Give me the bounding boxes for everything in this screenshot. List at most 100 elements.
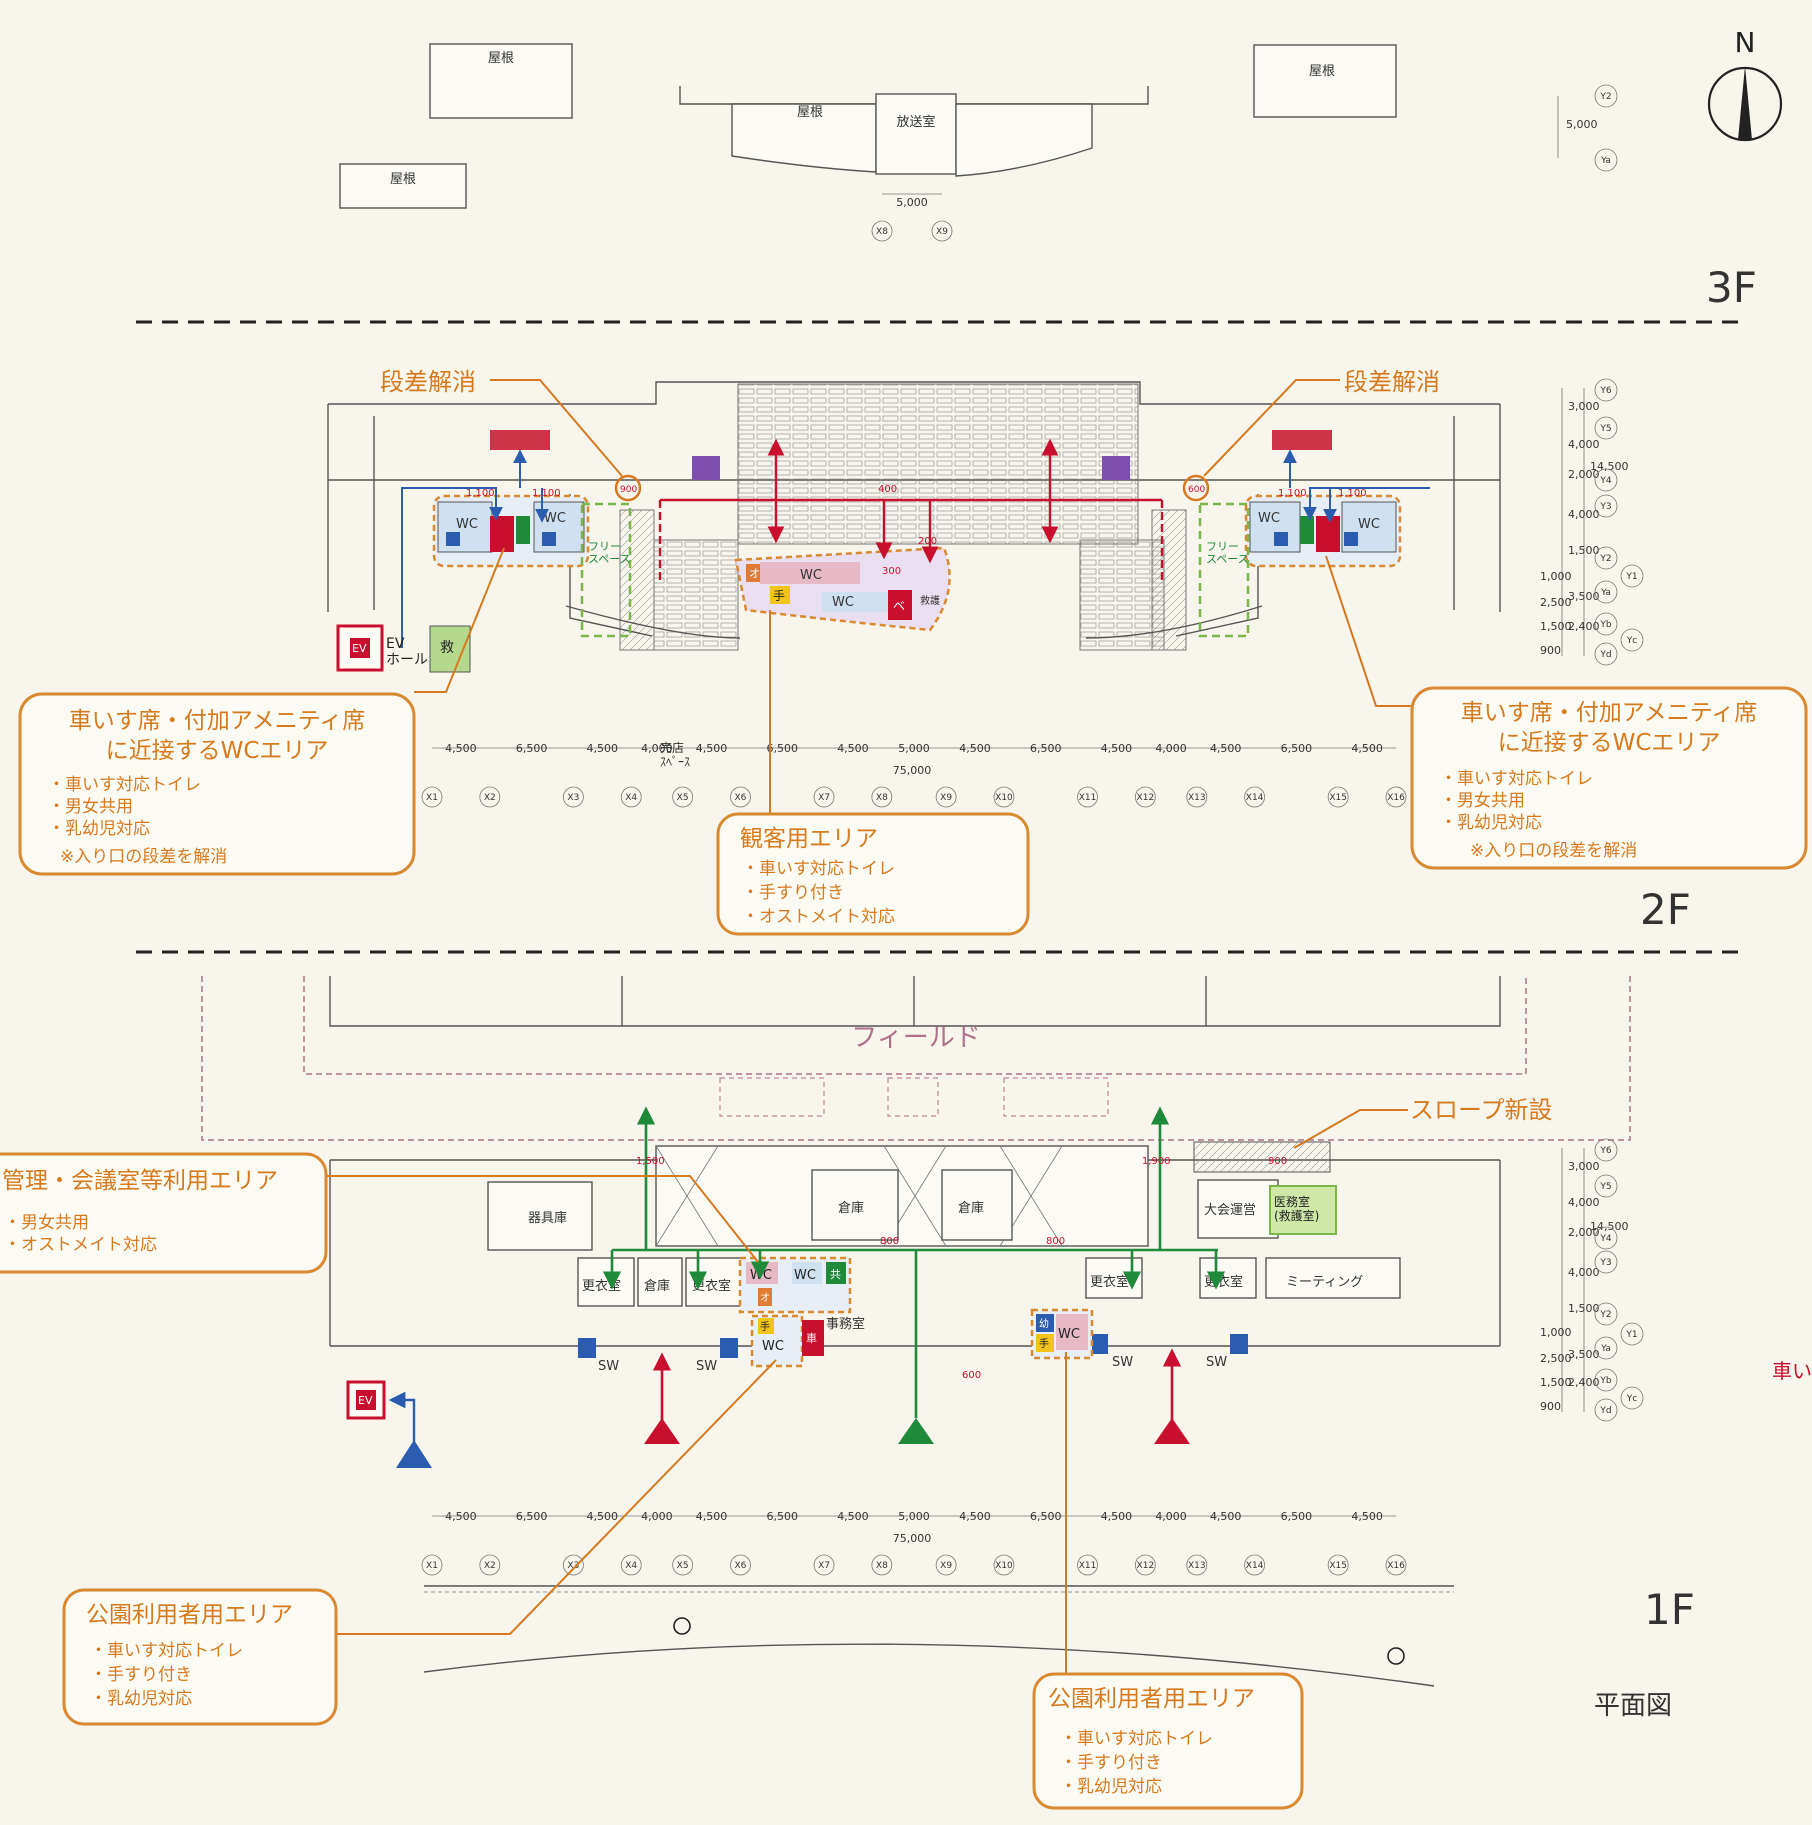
side-dim: 2,500: [1540, 596, 1572, 609]
wc-right-a-label: WC: [1258, 511, 1280, 526]
grid-y-label: Y3: [1599, 502, 1611, 512]
roof-right-label: 屋根: [1309, 64, 1335, 79]
grid-y-label: Y2: [1599, 1310, 1611, 1320]
free-space-left-label: フリースペース: [588, 540, 631, 566]
callout-item: ・手すり付き: [742, 883, 844, 903]
svg-text:900: 900: [620, 485, 637, 495]
grid-x-label: X14: [1246, 1561, 1264, 1571]
infant-icon: [1274, 532, 1288, 546]
medical-room-label: 医務室(救護室): [1274, 1194, 1319, 1223]
side-dims-1f: 3,000 4,000 2,000 4,000 1,500 1,000 3,50…: [1540, 1148, 1629, 1413]
grid-x-label: X1: [426, 1561, 438, 1571]
callout-item: ・車いす対応トイレ: [48, 775, 201, 795]
wc-right-b-label: WC: [1358, 517, 1380, 532]
medical-room: [1269, 1185, 1337, 1235]
grid-y-label: Y1: [1625, 1330, 1637, 1340]
floor-2f: WC WC WC WC フリースペース フリースペース WC WC オ 手 ベ: [327, 368, 1691, 934]
grid-y-label: Yc: [1626, 636, 1637, 646]
step-removal-marker-right: [1182, 474, 1210, 502]
callout-wc-left: 車いす席・付加アメニティ席 に近接するWCエリア ・車いす対応トイレ ・男女共用…: [18, 547, 505, 876]
svg-text:ベ: ベ: [893, 599, 905, 613]
tournament-room-label: 大会運営: [1204, 1203, 1256, 1218]
grid-x-label: X6: [735, 1561, 747, 1571]
ostomy-icon: [758, 1288, 772, 1306]
side-dim: 3,000: [1568, 400, 1600, 413]
callout-item: ・手すり付き: [1060, 1753, 1162, 1773]
grid-x-label: X16: [1387, 793, 1405, 803]
dim-1900: 1,900: [1142, 1156, 1171, 1167]
side-dim: 1,500: [1540, 1376, 1572, 1389]
side-dim: 2,400: [1568, 1376, 1600, 1389]
callout-item: ・オストメイト対応: [4, 1235, 157, 1255]
grid-y-label: Y4: [1599, 1234, 1611, 1244]
side-total-2f: 14,500: [1590, 460, 1629, 473]
route-ev-1f: [388, 1391, 416, 1444]
spectator-wc-b-label: WC: [832, 595, 854, 610]
dimension-row-1f: 4,500 6,500 4,500 4,000 4,500 6,500 4,50…: [432, 1510, 1396, 1545]
grid-axis-col-2f: Y6 Y5 Y4 Y3 Y2 Y1 Ya Yb Yc Yd: [1594, 378, 1644, 666]
roof-left-low: [339, 163, 467, 209]
callout-item: ※入り口の段差を解消: [1470, 841, 1637, 861]
dim-label: 4,500: [837, 742, 869, 755]
callout-item: ・車いす対応トイレ: [90, 1641, 243, 1661]
callout-title: 車いす席・付加アメニティ席: [69, 708, 365, 734]
roof-center-label: 屋根: [797, 105, 823, 120]
side-dim: 3,500: [1568, 590, 1600, 603]
side-dim: 2,500: [1540, 1352, 1572, 1365]
grid-ya-3f: Ya: [1600, 156, 1611, 166]
grid-x-label: X9: [940, 1561, 952, 1571]
callout-item: ・乳幼児対応: [48, 819, 150, 839]
grid-x-label: X10: [995, 1561, 1013, 1571]
grid-x-label: X15: [1329, 793, 1347, 803]
grid-x-label: X10: [995, 793, 1013, 803]
dim-label: 4,500: [1210, 1510, 1242, 1523]
dim-1100: 1,100: [1338, 488, 1367, 499]
equipment-room: [487, 1181, 593, 1251]
dim-label: 6,500: [767, 1510, 799, 1523]
callout-item: ・男女共用: [1440, 791, 1525, 811]
grid-x9: X9: [936, 227, 948, 237]
grid-x-label: X8: [876, 1561, 888, 1571]
side-dim: 1,500: [1568, 1302, 1600, 1315]
dim-300: 300: [882, 566, 901, 577]
dim-label: 4,500: [1210, 742, 1242, 755]
floor-label-2f: 2F: [1640, 885, 1691, 934]
grid-y-label: Yd: [1599, 650, 1611, 660]
broadcast-room: [875, 93, 957, 175]
locker-room-label: 更衣室: [582, 1278, 621, 1294]
shower-label: SW: [1206, 1355, 1227, 1370]
dim-label: 5,000: [898, 1510, 930, 1523]
grid-y-label: Ya: [1600, 1344, 1611, 1354]
grid-x-label: X11: [1079, 793, 1097, 803]
side-dim: 4,000: [1568, 1266, 1600, 1279]
dim-label: 5,000: [898, 742, 930, 755]
grid-y-label: Ya: [1600, 588, 1611, 598]
ve-icon: [888, 590, 912, 620]
grid-y-label: Y2: [1599, 554, 1611, 564]
dim-label: 4,500: [959, 1510, 991, 1523]
infant-icon: [1344, 532, 1358, 546]
storage-b: [941, 1169, 1013, 1241]
infant-icon: [720, 1338, 738, 1358]
dim-label: 6,500: [1281, 742, 1313, 755]
dim-200: 200: [918, 536, 937, 547]
callout-item: ・男女共用: [4, 1213, 89, 1233]
svg-text:手: 手: [760, 1320, 770, 1333]
total-dim-1f: 75,000: [893, 1532, 932, 1545]
amenity-seat-left: [692, 456, 720, 480]
shower-label: SW: [1112, 1355, 1133, 1370]
roof-left-top-label: 屋根: [488, 51, 514, 66]
dim-label: 4,500: [587, 742, 619, 755]
dim-label: 4,500: [445, 742, 477, 755]
relief-room-label: 救護: [920, 594, 940, 607]
side-dim: 4,000: [1568, 1196, 1600, 1209]
grid-x-label: X3: [567, 1561, 579, 1571]
handrail-icon: [758, 1318, 774, 1334]
grid-x-label: X11: [1079, 1561, 1097, 1571]
dim-label: 4,000: [1155, 1510, 1187, 1523]
storage-c-label: 倉庫: [644, 1279, 670, 1294]
callout-park-left: 公園利用者用エリア ・車いす対応トイレ ・手すり付き ・乳幼児対応: [62, 1359, 777, 1726]
step-removal-left: 段差解消: [380, 368, 476, 396]
callout-title: 管理・会議室等利用エリア: [2, 1168, 278, 1194]
